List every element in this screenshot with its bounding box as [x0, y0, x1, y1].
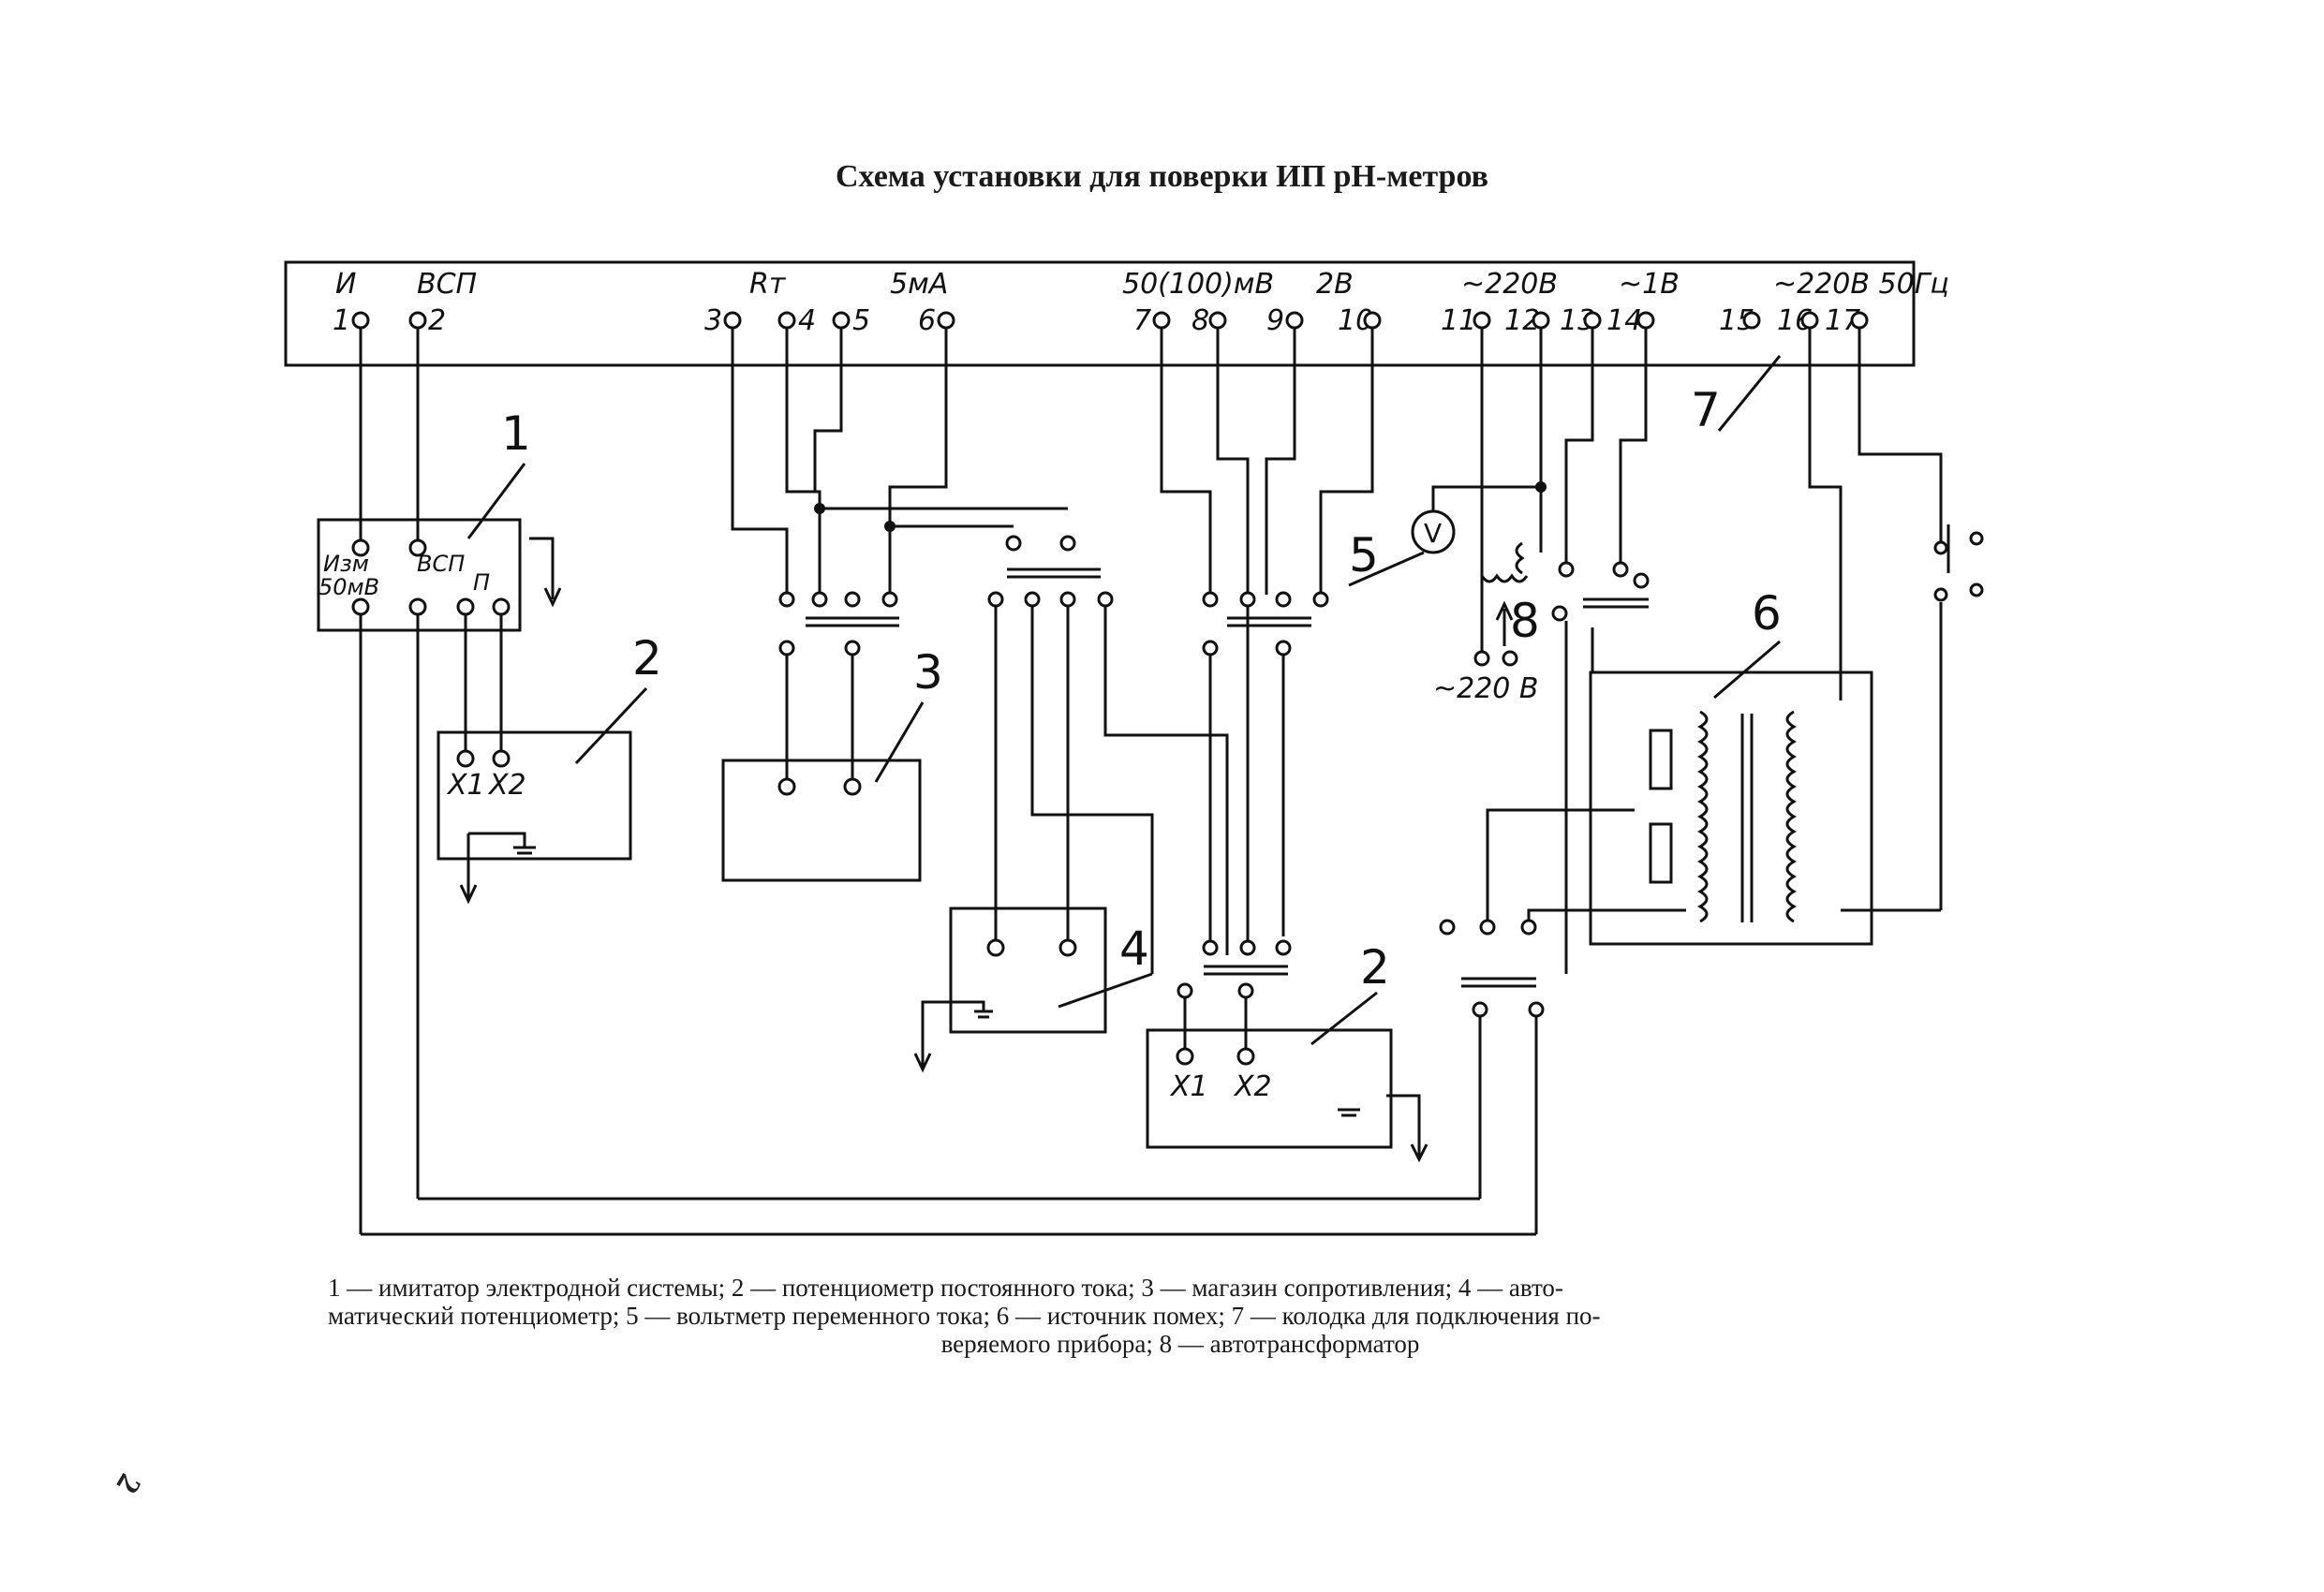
potentiometer-bottom [1146, 1028, 1393, 1149]
sim-vsp: ВСП [417, 551, 465, 577]
callout-2-left: 2 [632, 631, 662, 685]
pot-left-x1: X1 [446, 769, 485, 802]
terminal-number-5: 5 [852, 304, 870, 337]
terminal-number-1: 1 [333, 304, 350, 337]
terminal-block [284, 260, 1916, 367]
wiring [359, 328, 1984, 1236]
callout-4: 4 [1119, 921, 1149, 976]
label-220v: ~220В [1461, 268, 1558, 301]
callout-6: 6 [1752, 586, 1782, 641]
terminal-number-8: 8 [1192, 304, 1209, 337]
callout-2-bottom: 2 [1360, 940, 1390, 995]
automatic-potentiometer [949, 907, 1107, 1034]
sim-p: П [473, 569, 490, 596]
autotransformer-input: ~220 В [1433, 672, 1539, 705]
voltmeter-symbol: V [1424, 518, 1442, 549]
resistance-box [721, 759, 922, 882]
terminal-number-2: 2 [428, 304, 446, 337]
label-50mv: 50(100)мВ [1122, 268, 1274, 301]
label-2v: 2В [1316, 268, 1354, 301]
diagram-title: Схема установки для поверки ИП рН-метров [836, 159, 1488, 194]
terminal-number-7: 7 [1133, 304, 1151, 337]
label-vsp: ВСП [417, 268, 477, 301]
terminal-number-9: 9 [1266, 304, 1284, 337]
legend-caption: 1 — имитатор электродной системы; 2 — по… [328, 1274, 2033, 1358]
terminal-number-6: 6 [918, 304, 936, 337]
callout-3: 3 [913, 645, 943, 700]
callout-1: 1 [501, 406, 531, 461]
caption-line-2: матический потенциометр; 5 — вольтметр п… [328, 1302, 1601, 1330]
terminal-number-11: 11 [1441, 304, 1476, 337]
label-220v-50hz: ~220В 50Гц [1773, 268, 1949, 301]
label-rt: Rт [749, 268, 787, 301]
label-1v: ~1В [1619, 268, 1680, 301]
callout-7: 7 [1691, 383, 1721, 437]
noise-source [1589, 671, 1873, 946]
terminal-number-14: 14 [1606, 304, 1642, 337]
pot-left-x2: X2 [487, 769, 526, 802]
label-5ma: 5мА [890, 268, 948, 301]
caption-line-1: 1 — имитатор электродной системы; 2 — по… [328, 1274, 1563, 1302]
terminals [351, 311, 1869, 330]
label-I: И [335, 268, 356, 301]
callout-8: 8 [1510, 594, 1540, 648]
pot-bottom-x1: X1 [1169, 1070, 1208, 1103]
pot-bottom-x2: X2 [1233, 1070, 1272, 1103]
potentiometer-left [437, 730, 632, 861]
caption-line-3: веряемого прибора; 8 — автотрансформатор [940, 1330, 1420, 1358]
sim-50mv: 50мВ [318, 574, 379, 600]
terminal-number-3: 3 [704, 304, 722, 337]
terminal-numbers: 1 2 3 4 5 6 7 8 9 10 11 12 13 14 15 16 1… [333, 304, 1860, 337]
terminal-number-4: 4 [798, 304, 816, 337]
